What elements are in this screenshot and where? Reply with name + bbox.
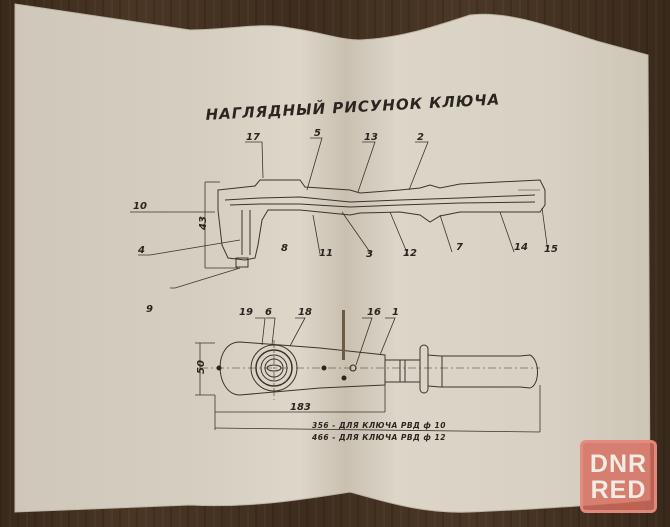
top-view-holes bbox=[216, 365, 347, 381]
watermark-line-2: RED bbox=[590, 475, 647, 504]
label-4: 4 bbox=[137, 245, 145, 256]
dnr-red-watermark: DNR RED bbox=[580, 440, 657, 513]
label-18: 18 bbox=[298, 307, 312, 318]
watermark-line-1: DNR bbox=[589, 449, 648, 478]
label-14: 14 bbox=[514, 242, 528, 253]
label-6: 6 bbox=[265, 307, 272, 318]
length-note-2: 466 - ДЛЯ КЛЮЧА РВД ф 12 bbox=[312, 433, 446, 442]
label-5: 5 bbox=[314, 128, 321, 139]
label-7: 7 bbox=[456, 242, 463, 253]
label-3: 3 bbox=[366, 249, 373, 260]
label-9: 9 bbox=[146, 304, 153, 315]
label-17: 17 bbox=[246, 132, 260, 143]
label-19: 19 bbox=[239, 307, 253, 318]
dimension-height-top: 50 bbox=[196, 360, 207, 374]
wrench-side-view bbox=[204, 179, 546, 269]
label-11: 11 bbox=[319, 248, 333, 259]
label-12: 12 bbox=[403, 248, 417, 259]
label-15: 15 bbox=[544, 244, 558, 255]
dimension-lines-top bbox=[195, 317, 541, 433]
label-10: 10 bbox=[133, 201, 147, 212]
label-16: 16 bbox=[367, 307, 381, 318]
label-8: 8 bbox=[281, 243, 288, 254]
leader-lines-side bbox=[130, 137, 549, 289]
pin-shadow bbox=[342, 310, 345, 360]
label-13: 13 bbox=[364, 132, 378, 143]
label-2: 2 bbox=[417, 132, 424, 143]
length-note-1: 356 - ДЛЯ КЛЮЧА РВД ф 10 bbox=[312, 421, 446, 430]
dimension-length: 183 bbox=[290, 402, 311, 413]
label-1: 1 bbox=[392, 307, 399, 318]
dimension-height-side: 43 bbox=[198, 216, 209, 231]
